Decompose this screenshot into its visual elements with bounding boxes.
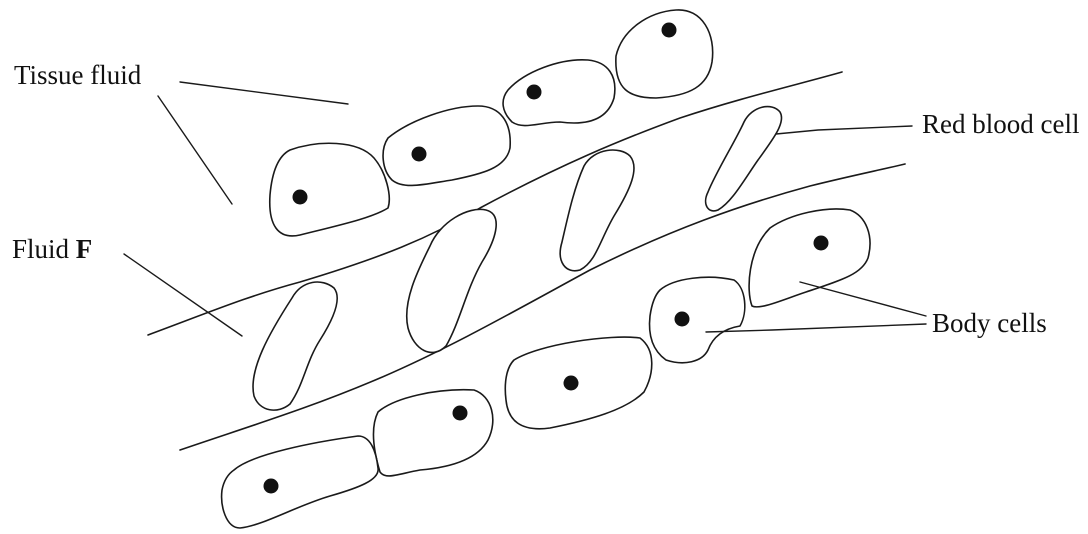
label-fluid-f: Fluid F [12,236,92,263]
body-cell [503,60,615,126]
nucleus [662,23,677,38]
nucleus [453,406,468,421]
nucleus [527,85,542,100]
label-red-blood-cell: Red blood cell [922,111,1079,138]
body-cell [222,436,379,528]
nucleus [264,479,279,494]
body-cell [650,277,745,363]
body-cell [616,10,713,98]
nucleus [412,147,427,162]
red-blood-cell [407,209,496,352]
label-tissue-fluid: Tissue fluid [14,62,141,89]
label-fluid-f-letter: F [76,234,93,264]
leader-red-blood-cell [776,126,912,134]
body-cell [505,337,651,429]
nucleus [814,236,829,251]
nucleus [564,376,579,391]
red-blood-cell [706,107,782,211]
body-cell [374,390,493,476]
red-blood-cell [560,150,634,271]
label-fluid-f-prefix: Fluid [12,234,76,264]
leader-fluid-f [124,254,242,336]
body-cell [749,209,870,307]
label-body-cells: Body cells [932,310,1047,337]
body-cell [383,106,510,185]
leader-tissue-fluid-b [158,96,232,204]
red-blood-cell [253,282,337,410]
body-cell [270,143,389,236]
nucleus [675,312,690,327]
nucleus [293,190,308,205]
leader-body-cells-a [800,282,926,316]
leader-tissue-fluid-a [180,82,348,104]
